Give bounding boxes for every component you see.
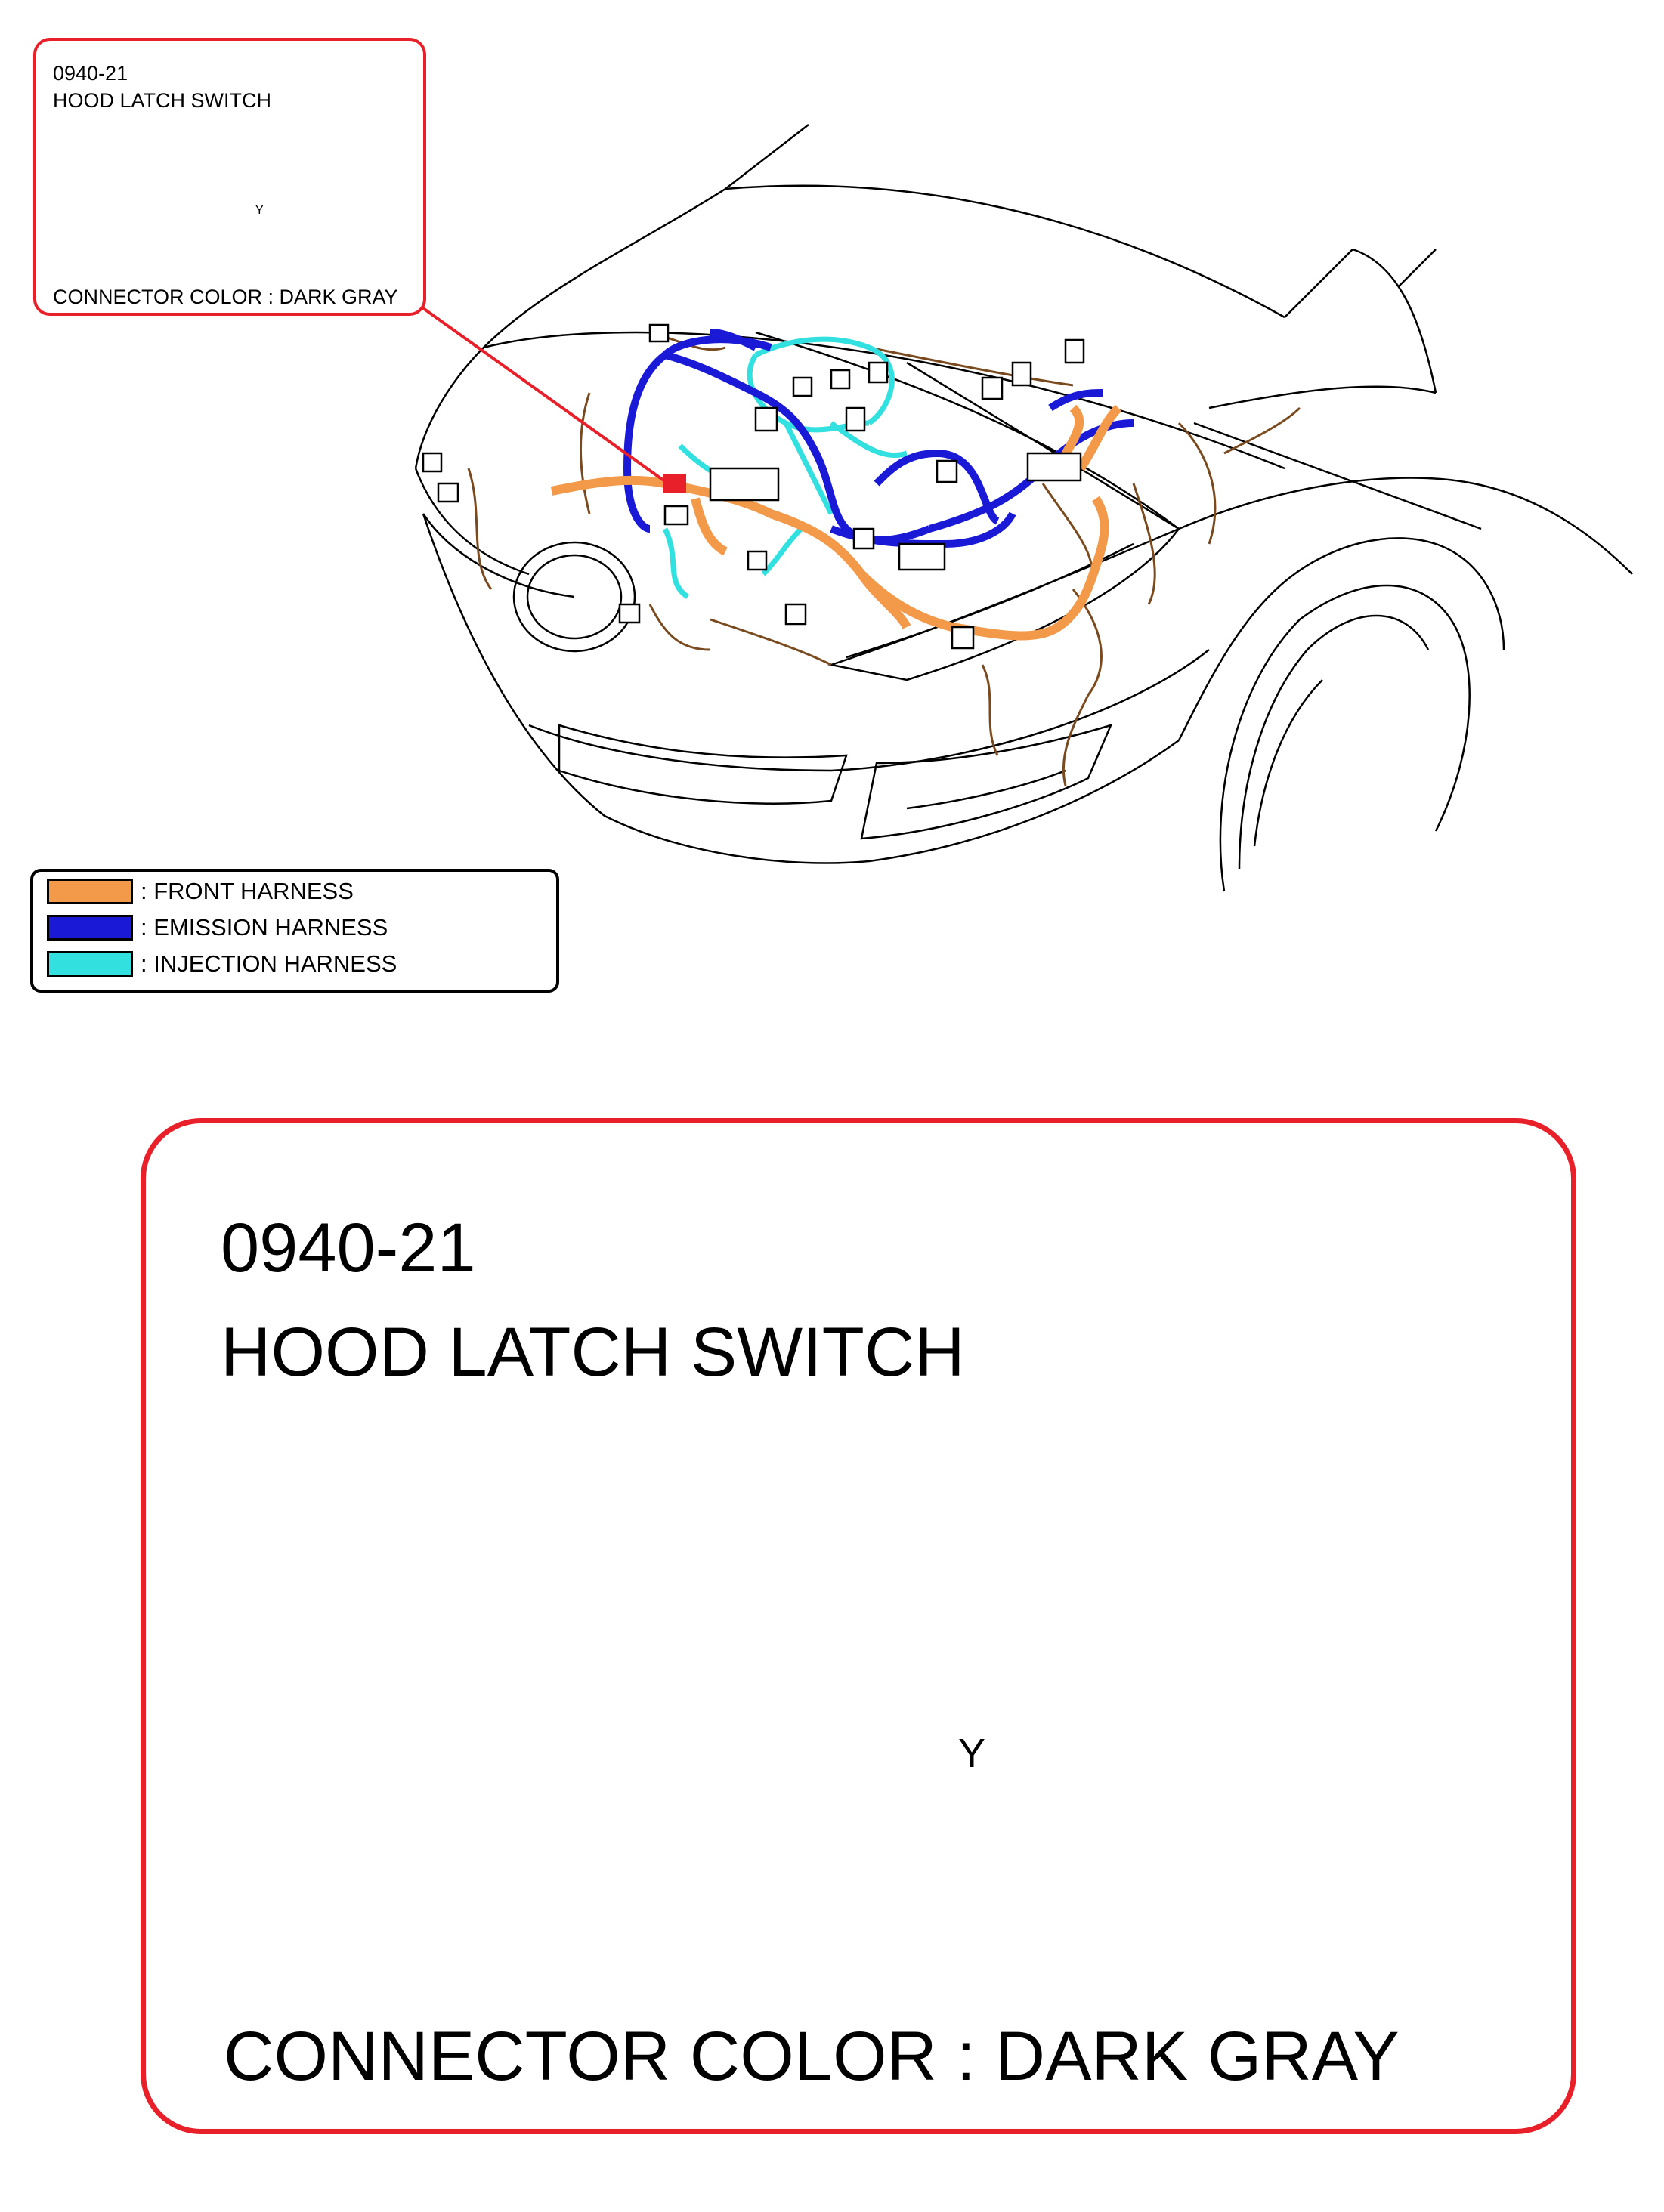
large-pin-label-b: B bbox=[757, 1701, 787, 1750]
callout-large-connector-color: CONNECTOR COLOR : DARK GRAY bbox=[224, 2018, 1400, 2095]
callout-small-code: 0940-21 bbox=[53, 62, 128, 85]
callout-large bbox=[141, 1118, 1576, 2134]
legend-item-emission-harness: : EMISSION HARNESS bbox=[47, 914, 388, 941]
emission-harness-swatch bbox=[47, 915, 133, 941]
callout-small-name: HOOD LATCH SWITCH bbox=[53, 89, 271, 112]
harness-connectors bbox=[422, 323, 1085, 650]
legend-label: : EMISSION HARNESS bbox=[141, 914, 388, 941]
callout-leader-line bbox=[422, 307, 670, 485]
injection-harness-swatch bbox=[47, 951, 133, 977]
small-pin-label-br: BR bbox=[232, 192, 250, 206]
vehicle-outline bbox=[414, 124, 1633, 892]
callout-small bbox=[33, 38, 426, 316]
front-harness-swatch bbox=[47, 879, 133, 904]
front-harness-route bbox=[550, 404, 1122, 641]
legend-item-injection-harness: : INJECTION HARNESS bbox=[47, 950, 397, 978]
small-pin-label-y: Y bbox=[255, 204, 264, 217]
legend-label: : INJECTION HARNESS bbox=[141, 950, 397, 977]
hood-latch-switch-marker bbox=[663, 474, 686, 493]
callout-small-connector-color: CONNECTOR COLOR : DARK GRAY bbox=[53, 286, 398, 308]
injection-harness-route bbox=[662, 336, 908, 599]
small-pin-label-b: B bbox=[203, 198, 212, 212]
legend-item-front-harness: : FRONT HARNESS bbox=[47, 878, 354, 905]
legend-label: : FRONT HARNESS bbox=[141, 878, 354, 904]
large-pin-label-y: Y bbox=[958, 1731, 986, 1776]
large-pin-label-br: BR bbox=[860, 1670, 921, 1719]
callout-large-code: 0940-21 bbox=[221, 1209, 476, 1287]
callout-large-name: HOOD LATCH SWITCH bbox=[221, 1314, 965, 1391]
